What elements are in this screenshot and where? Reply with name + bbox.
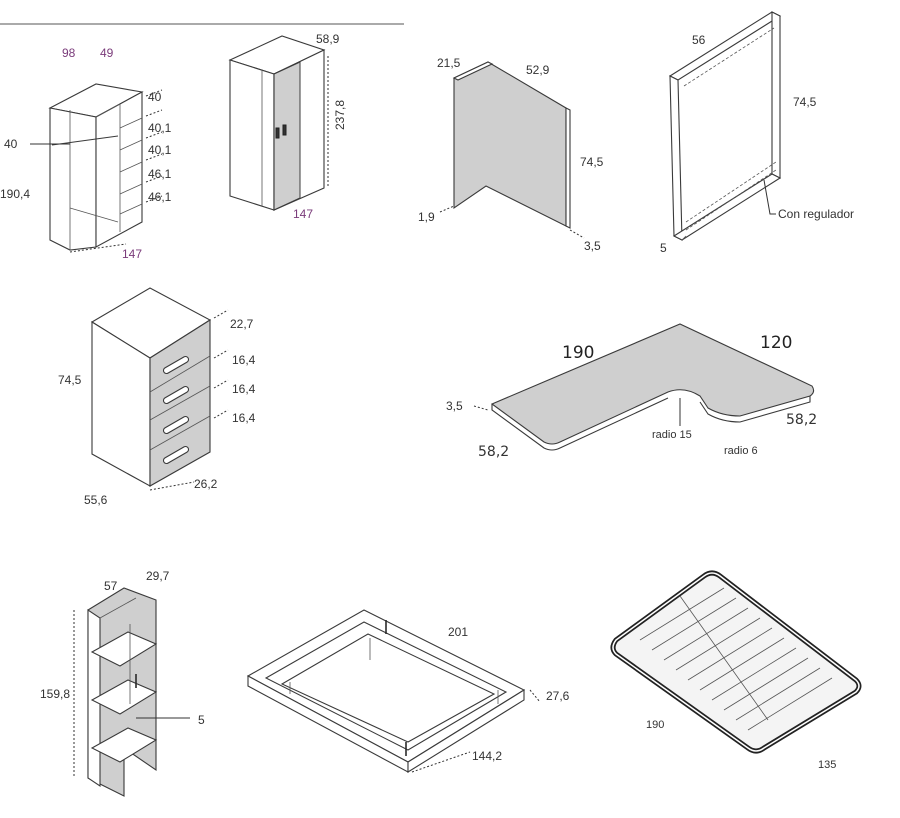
dim-chest-width: 26,2 (194, 477, 218, 491)
dim-panel-height: 74,5 (580, 155, 604, 169)
bookcase-shelf-2 (90, 679, 158, 715)
slat-lines (639, 587, 833, 731)
side-panel-drawing (439, 61, 585, 239)
corner-desk-drawing (473, 323, 815, 451)
dim-slat-length: 190 (646, 719, 664, 731)
dim-bed-length: 201 (448, 625, 468, 639)
dim-bookcase-height: 159,8 (40, 687, 70, 701)
dim-wardrobe-rail: 40 (4, 137, 18, 151)
dim-frame-bottom: 5 (660, 241, 667, 255)
dim-chest-height: 74,5 (58, 373, 82, 387)
dim-frame-top: 56 (692, 33, 706, 47)
dim-closed-wardrobe-depth: 58,9 (316, 32, 340, 46)
dim-wardrobe-top-left: 98 (62, 46, 76, 60)
dim-wardrobe-top-right: 49 (100, 46, 114, 60)
dim-desk-depth-left: 58,2 (478, 444, 509, 460)
dim-desk-thickness: 3,5 (446, 399, 463, 413)
dim-closed-wardrobe-height: 237,8 (333, 100, 347, 130)
chest-handle-1 (162, 355, 190, 375)
dim-desk-depth-right: 58,2 (786, 412, 817, 428)
label-desk-radius-outer: radio 6 (724, 445, 758, 457)
dim-chest-drawer-2: 16,4 (232, 382, 256, 396)
dim-frame-height: 74,5 (793, 95, 817, 109)
chest-drawing (90, 287, 229, 491)
dim-bookcase-depth: 29,7 (146, 569, 170, 583)
slat-base-drawing (610, 570, 862, 754)
open-wardrobe-drawing (30, 83, 163, 253)
dim-panel-foot: 1,9 (418, 210, 435, 224)
chest-handle-4 (162, 445, 190, 465)
frame-drawing (668, 11, 782, 241)
bed-frame-drawing (246, 609, 541, 773)
dim-wardrobe-shelf-2: 40,1 (148, 121, 172, 135)
chest-handle-3 (162, 415, 190, 435)
label-desk-radius-inner: radio 15 (652, 429, 692, 441)
closed-wardrobe-side (229, 59, 275, 211)
bookcase-shelf-3 (90, 727, 158, 763)
dim-wardrobe-shelf-3: 40,1 (148, 143, 172, 157)
dim-chest-drawer-1: 16,4 (232, 353, 256, 367)
label-regulator: Con regulador (778, 207, 854, 221)
dim-wardrobe-shelf-1: 40 (148, 90, 162, 104)
dim-desk-long: 190 (562, 343, 594, 363)
dim-panel-thickness: 3,5 (584, 239, 601, 253)
dim-panel-top-left: 21,5 (437, 56, 461, 70)
closed-wardrobe-handle-2 (282, 124, 287, 136)
dim-chest-top: 22,7 (230, 317, 254, 331)
closed-wardrobe-handle-1 (275, 127, 280, 139)
dim-bed-width: 144,2 (472, 749, 502, 763)
dim-closed-wardrobe-width: 147 (293, 207, 313, 221)
regulator-leader (763, 179, 776, 215)
dim-bookcase-width: 57 (104, 579, 118, 593)
dim-wardrobe-shelf-4: 46,1 (148, 167, 172, 181)
dim-wardrobe-shelf-5: 46,1 (148, 190, 172, 204)
dim-wardrobe-height: 190,4 (0, 187, 30, 201)
corner-desk-top (490, 323, 815, 445)
dim-chest-drawer-3: 16,4 (232, 411, 256, 425)
dim-wardrobe-width: 147 (122, 247, 142, 261)
bookcase-shelf-1 (90, 631, 158, 667)
dim-slat-width: 135 (818, 759, 836, 771)
dim-bed-height: 27,6 (546, 689, 570, 703)
wardrobe-right-side (95, 91, 143, 248)
dim-desk-short: 120 (760, 333, 792, 353)
dim-panel-top-right: 52,9 (526, 63, 550, 77)
chest-handle-2 (162, 385, 190, 405)
dim-bookcase-shelf: 5 (198, 713, 205, 727)
side-panel-face (453, 61, 567, 227)
closed-wardrobe-drawing (228, 35, 329, 211)
bookcase-drawing (73, 587, 190, 797)
wardrobe-left-side (49, 107, 97, 251)
dim-chest-depth: 55,6 (84, 493, 108, 507)
